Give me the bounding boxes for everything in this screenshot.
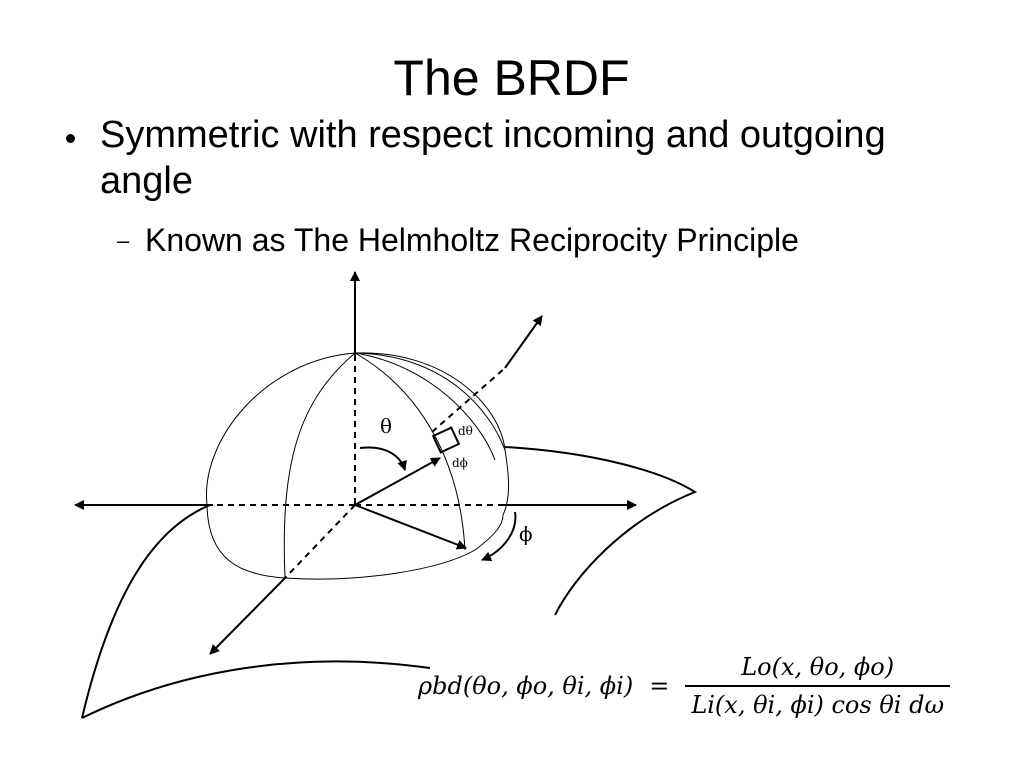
surface-patch (81, 446, 698, 719)
formula-denominator: Li(x, θi, ϕi) cos θi dω (691, 691, 945, 719)
d-phi-label: dϕ (452, 456, 468, 470)
direction-vectors (354, 457, 467, 550)
angle-arcs (359, 446, 517, 561)
solid-angle-patch (431, 426, 461, 454)
fraction-bar (685, 685, 951, 687)
dashed-axes (213, 355, 506, 579)
d-theta-label: dθ (458, 424, 473, 438)
formula-lhs: ρbd(θo, ϕo, θi, ϕi) (418, 672, 634, 700)
bullet-main: Symmetric with respect incoming and outg… (100, 114, 886, 202)
phi-label: ϕ (519, 522, 533, 546)
formula-fraction: Lo(x, θo, ϕo) Li(x, θi, ϕi) cos θi dω (685, 653, 951, 719)
formula-equals: = (649, 672, 670, 700)
formula-numerator: Lo(x, θo, ϕo) (741, 653, 895, 681)
bullet-dot (66, 134, 75, 143)
theta-label: θ (380, 414, 392, 438)
axes (74, 271, 637, 655)
sub-bullet-dash: – (117, 228, 130, 253)
brdf-formula: ρbd(θo, ϕo, θi, ϕi) = Lo(x, θo, ϕo) Li(x… (418, 646, 951, 726)
slide-title: The BRDF (393, 50, 630, 106)
bullet-sub: Known as The Helmholtz Reciprocity Princ… (145, 222, 799, 258)
